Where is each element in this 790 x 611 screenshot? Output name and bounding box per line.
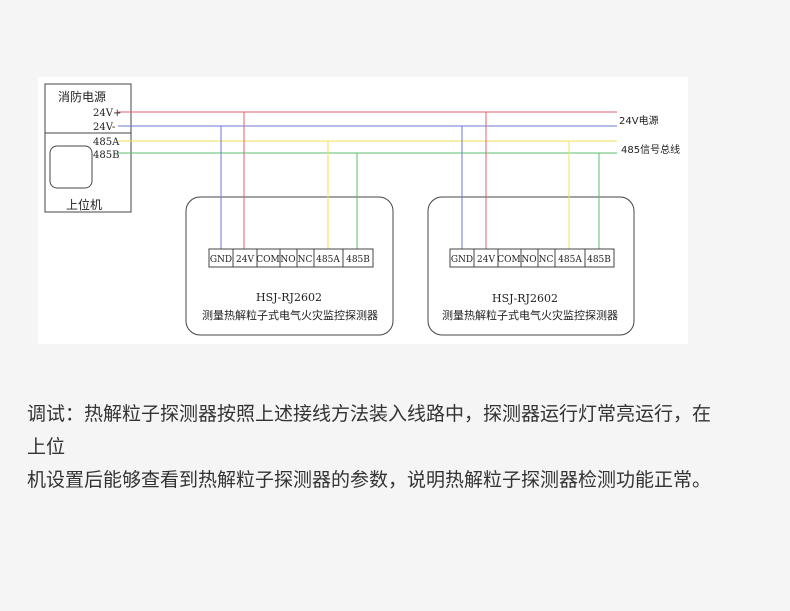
device-model: HSJ-RJ2602 [256, 291, 322, 304]
terminal-label: 24V- [93, 122, 115, 133]
terminal-no: NO [521, 255, 536, 265]
terminal-485a: 485A [558, 255, 582, 265]
terminal-label: 485A [93, 137, 120, 148]
detector-1: GND 24V COM NO NC 485A 485B HSJ-RJ2602 测… [185, 112, 394, 336]
wiring-diagram: 消防电源 上位机 24V+ 24V- 485A 485B 24V电源 485信号… [38, 77, 688, 344]
bus-power-label: 24V电源 [619, 114, 659, 127]
host-power-box: 消防电源 上位机 24V+ 24V- 485A 485B [44, 83, 132, 213]
terminal-nc: NC [298, 255, 313, 265]
terminal-24v: 24V [236, 255, 254, 265]
terminal-nc: NC [539, 255, 554, 265]
terminal-485b: 485B [346, 255, 370, 265]
device-name: 测量热解粒子式电气火灾监控探测器 [202, 308, 378, 322]
description: 调试：热解粒子探测器按照上述接线方法装入线路中，探测器运行灯常亮运行，在上位 机… [27, 398, 727, 497]
bus-wires: 24V电源 485信号总线 [118, 111, 680, 156]
description-paragraph: 机设置后能够查看到热解粒子探测器的参数，说明热解粒子探测器检测功能正常。 [27, 469, 712, 491]
bus-signal-label: 485信号总线 [621, 143, 680, 156]
host-label: 上位机 [66, 197, 102, 212]
terminal-no: NO [280, 255, 295, 265]
device-name: 测量热解粒子式电气火灾监控探测器 [442, 308, 618, 322]
terminal-label: 24V+ [93, 108, 121, 119]
terminal-com: COM [497, 255, 520, 265]
terminal-485b: 485B [587, 255, 611, 265]
power-box-title: 消防电源 [58, 89, 106, 104]
terminal-gnd: GND [451, 255, 473, 265]
terminal-label: 485B [93, 150, 119, 161]
terminal-gnd: GND [210, 255, 232, 265]
device-model: HSJ-RJ2602 [492, 292, 558, 305]
description-paragraph: 调试：热解粒子探测器按照上述接线方法装入线路中，探测器运行灯常亮运行，在上位 [27, 403, 712, 458]
terminal-24v: 24V [477, 255, 495, 265]
terminal-strip [208, 248, 374, 268]
terminal-com: COM [256, 255, 279, 265]
detector-2: GND 24V COM NO NC 485A 485B HSJ-RJ2602 测… [427, 112, 635, 336]
terminal-485a: 485A [316, 255, 340, 265]
terminal-strip [449, 248, 615, 268]
